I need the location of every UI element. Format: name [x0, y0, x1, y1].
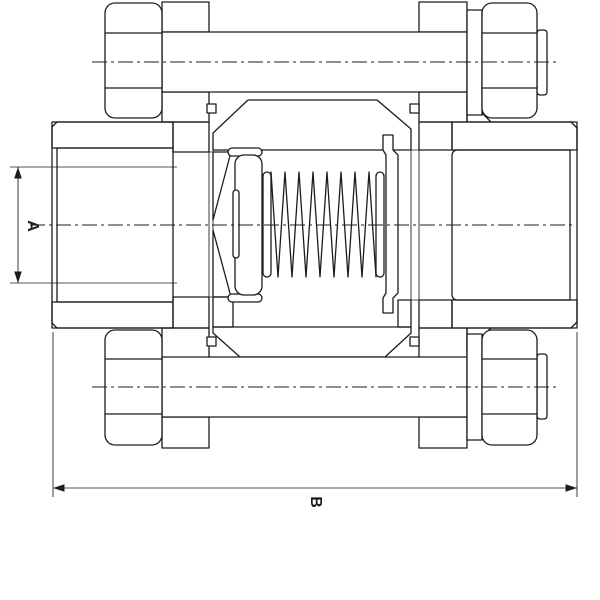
bottom-left-nut: [104, 329, 163, 446]
top-left-nut-facets: [104, 32, 163, 89]
right-port-wall-top: [451, 121, 578, 151]
right-flange-upper: [418, 91, 468, 123]
dimension-a-arrow-up: [14, 167, 22, 179]
dimension-a: A: [14, 167, 41, 283]
valve-internals: [227, 134, 399, 314]
clip-bottom-right: [409, 336, 420, 347]
bottom-bolt-assembly: [104, 329, 548, 446]
left-port-thread-lines: [10, 166, 177, 284]
clip-top-right: [409, 103, 420, 114]
body-lower-wall: [212, 326, 412, 358]
bottom-left-nut-facets: [104, 358, 163, 415]
top-left-nut: [104, 2, 163, 119]
clip-bottom-left: [206, 336, 217, 347]
top-bolt-end: [536, 29, 548, 96]
body-right-wall-lower: [397, 299, 412, 328]
spring-end-coil-right: [375, 171, 385, 278]
right-passage-lines: [411, 149, 452, 301]
left-port-wall-bottom: [51, 301, 174, 329]
top-right-nut-facets: [481, 32, 538, 89]
left-passage-lines: [173, 151, 213, 298]
right-port-wall-bottom: [451, 299, 578, 329]
left-port-wall-top: [51, 121, 174, 149]
bottom-right-nut: [481, 329, 538, 446]
spring-coils: [270, 171, 377, 278]
seat-wedge-top: [212, 151, 232, 221]
top-right-washer: [466, 9, 483, 116]
lug-bottom-right: [418, 416, 468, 449]
clip-top-left: [206, 103, 217, 114]
joint-face-lines: [208, 92, 420, 358]
left-flange-upper: [161, 91, 210, 123]
right-flange-mid-top: [418, 121, 453, 151]
top-right-nut: [481, 2, 538, 119]
spring-end-coil-left: [262, 171, 272, 278]
left-flange-mid-top: [172, 121, 210, 153]
dimension-b-arrow-left: [53, 484, 65, 492]
poppet-seal: [232, 189, 240, 259]
dimension-b-label: B: [307, 496, 324, 508]
right-port-outline: [451, 121, 578, 329]
left-flange-mid-bottom: [172, 296, 210, 329]
dimension-a-label: A: [24, 220, 41, 232]
lug-bottom-left: [161, 416, 210, 449]
spring-retainer-bracket: [382, 134, 399, 314]
right-flange-lower: [418, 327, 468, 359]
bottom-right-nut-facets: [481, 358, 538, 415]
centerlines: [30, 61, 572, 388]
dimension-a-arrow-down: [14, 271, 22, 283]
bottom-bolt-end: [536, 353, 548, 420]
left-flange-lower: [161, 327, 210, 359]
dimension-b-arrow-right: [565, 484, 577, 492]
top-bolt-assembly: [104, 2, 548, 119]
right-flange-mid-bottom: [418, 299, 453, 329]
lug-top-left: [161, 1, 210, 33]
seat-wedge-bottom: [212, 229, 232, 298]
joint-clips: [206, 103, 420, 347]
lug-top-right: [418, 1, 468, 33]
body-upper-wall: [212, 99, 412, 151]
dimension-b: B: [52, 332, 578, 508]
